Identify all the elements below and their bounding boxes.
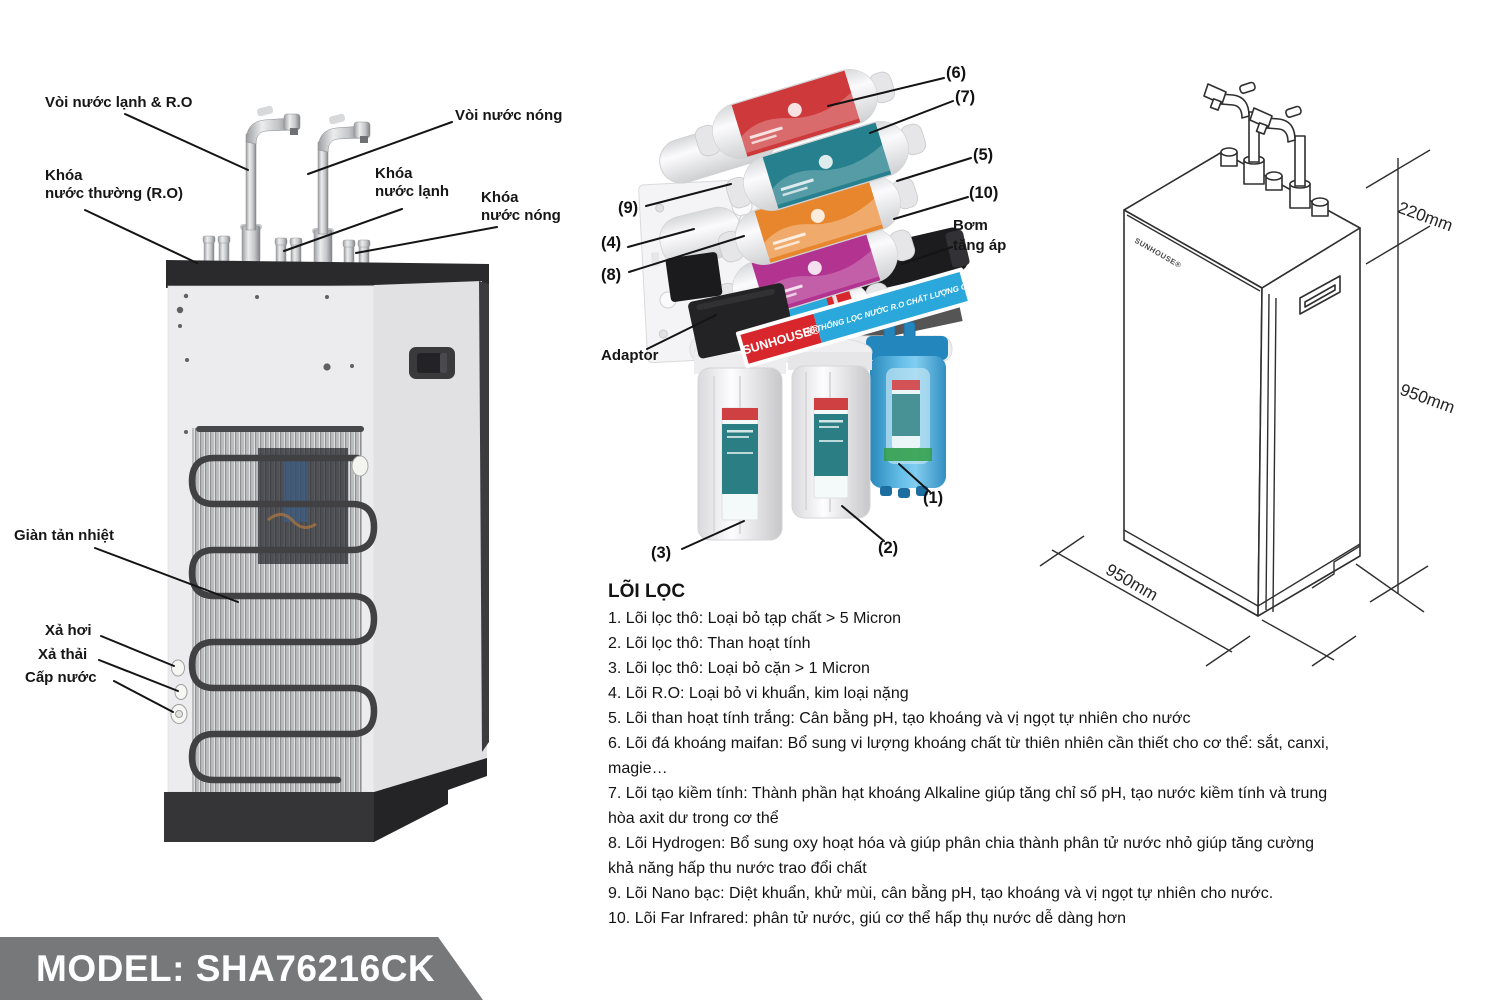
label-adaptor: Adaptor	[601, 347, 659, 364]
back-view-illustration	[164, 105, 489, 842]
callout-3: (3)	[651, 544, 672, 562]
housing-white-2	[787, 337, 873, 519]
rear-ports	[170, 659, 188, 724]
callout-7: (7)	[955, 88, 976, 106]
label-booster-pump: Bơm tăng áp	[953, 217, 1007, 254]
housing-blue	[866, 321, 948, 498]
cabinet-top-band	[166, 260, 489, 288]
callout-6: (6)	[946, 64, 967, 82]
small-junction-box	[665, 252, 723, 302]
cabinet-right-edge	[479, 281, 489, 752]
filter-list-item: 9. Lõi Nano bạc: Diệt khuẩn, khử mùi, câ…	[608, 885, 1274, 902]
front-faucet-2	[1249, 105, 1311, 209]
filter-cartridge-red	[694, 69, 896, 159]
hot-faucet-drawing	[312, 113, 371, 265]
cold-ro-faucet-drawing	[240, 105, 301, 263]
filter-list-item: 7. Lõi tạo kiềm tính: Thành phần hạt kho…	[608, 785, 1328, 827]
side-handle	[409, 347, 455, 379]
filter-list-item: 8. Lõi Hydrogen: Bổ sung oxy hoạt hóa và…	[608, 835, 1315, 877]
front-faucet-1	[1203, 81, 1265, 185]
filter-list-item: 2. Lõi lọc thô: Than hoạt tính	[608, 635, 811, 652]
filter-list-item: 6. Lõi đá khoáng maifan: Bổ sung vi lượn…	[608, 735, 1330, 777]
label-steam-drain: Xả hơi	[45, 622, 92, 639]
cabinet-base-front	[164, 792, 374, 842]
cabinet-side-panel	[374, 281, 487, 792]
filter-list-item: 5. Lõi than hoạt tính trắng: Cân bằng pH…	[608, 710, 1191, 727]
callout-1: (1)	[923, 489, 944, 507]
model-banner: MODEL: SHA76216CK	[0, 937, 483, 1000]
callout-8: (8)	[601, 266, 622, 284]
filter-system-illustration: SUNHOUSE® HỆ THỐNG LỌC NƯỚC R.O CHẤT LƯỢ…	[638, 69, 980, 541]
filter-core-list: LÕI LỌC 1. Lõi lọc thô: Loại bỏ tạp chất…	[608, 578, 1342, 931]
front-handle	[1299, 275, 1341, 315]
label-faucet-cold-ro: Vòi nước lạnh & R.O	[45, 94, 193, 111]
filter-list-item: 3. Lõi lọc thô: Loại bỏ cặn > 1 Micron	[608, 660, 870, 677]
label-valve-regular: Khóa nước thường (R.O)	[45, 167, 184, 202]
callout-lines	[84, 77, 972, 713]
callout-9: (9)	[618, 199, 639, 217]
condenser-coil-area	[188, 426, 378, 792]
label-valve-cold: Khóa nước lạnh	[375, 165, 450, 200]
label-water-inlet: Cấp nước	[25, 669, 97, 686]
callout-10: (10)	[969, 184, 999, 202]
filter-cartridge-teal	[725, 121, 927, 211]
label-faucet-hot: Vòi nước nóng	[455, 107, 563, 124]
cabinet-base-side	[374, 758, 487, 842]
filter-cartridge-orange	[717, 175, 919, 265]
condenser-serpentine	[188, 454, 378, 784]
front-knobs	[1220, 147, 1329, 217]
filter-list-item: 4. Lõi R.O: Loại bỏ vi khuẩn, kim loại n…	[608, 685, 909, 702]
callout-4: (4)	[601, 234, 622, 252]
housing-white-1	[693, 337, 787, 541]
label-waste-drain: Xả thải	[38, 646, 88, 663]
filter-list-item: 10. Lõi Far Infrared: phân tử nước, giú …	[608, 910, 1126, 927]
callout-2: (2)	[878, 539, 899, 557]
label-valve-hot: Khóa nước nóng	[481, 189, 561, 224]
label-condenser: Giàn tản nhiệt	[14, 527, 115, 544]
filter-list-item: 1. Lõi lọc thô: Loại bỏ tạp chất > 5 Mic…	[608, 610, 902, 627]
front-view-line-drawing: SUNHOUSE®	[1039, 81, 1431, 667]
filter-list-heading: LÕI LỌC	[608, 581, 686, 602]
callout-5: (5)	[973, 146, 994, 164]
dimension-lines	[1039, 149, 1431, 667]
